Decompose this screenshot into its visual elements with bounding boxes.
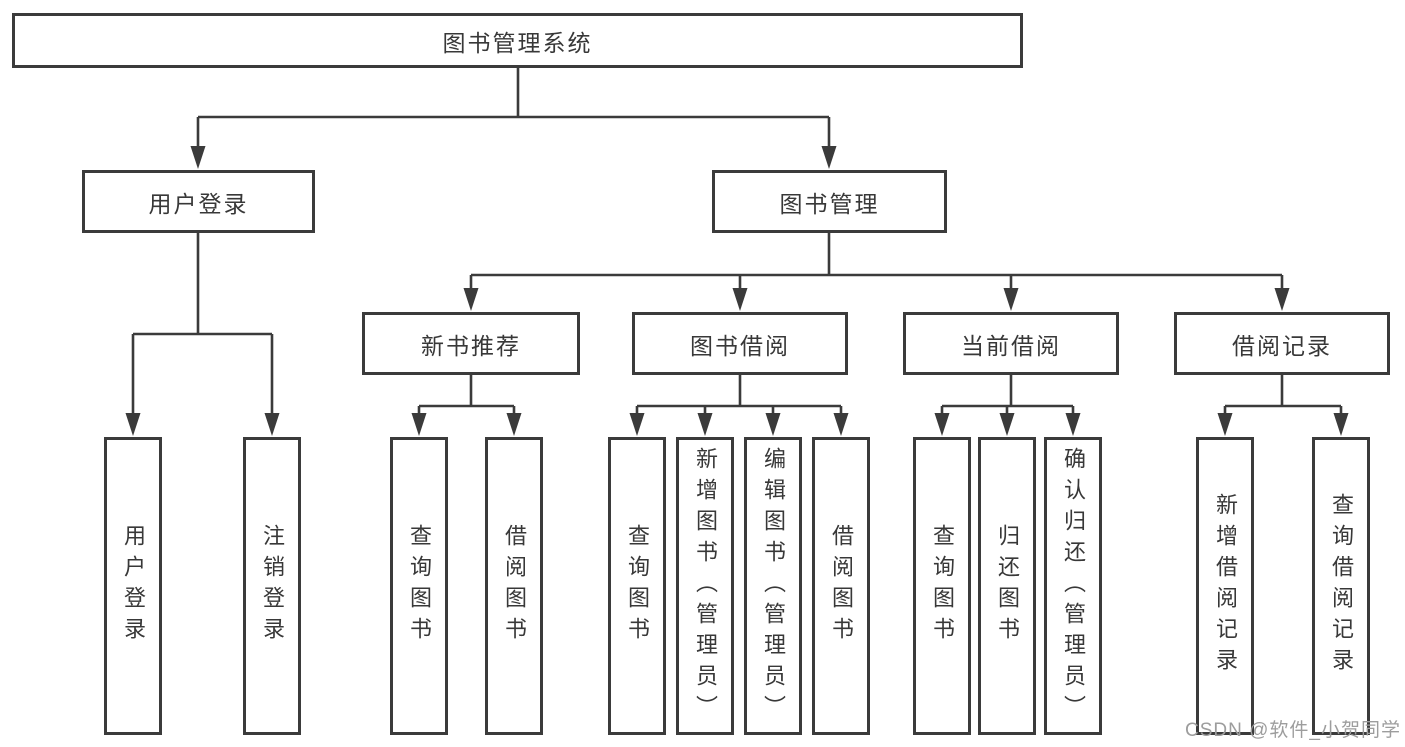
node-label: 当前借阅 — [961, 332, 1061, 359]
arrowhead — [411, 413, 427, 436]
edge-book-borrow-to-leaves — [635, 375, 843, 414]
arrowhead — [264, 413, 280, 436]
edge-book-mgmt-to-level3 — [469, 233, 1284, 290]
arrowhead — [999, 413, 1015, 436]
arrowhead — [125, 413, 141, 436]
arrowhead — [732, 288, 748, 311]
node-book-management: 图书管理 — [712, 170, 947, 233]
arrowhead — [506, 413, 522, 436]
node-label: 查询图书 — [407, 524, 432, 648]
edge-borrow-records-to-leaves — [1223, 375, 1343, 414]
arrowhead — [629, 413, 645, 436]
arrowhead — [765, 413, 781, 436]
arrowhead — [1333, 413, 1349, 436]
csdn-watermark: CSDN @软件_小贺同学 — [1185, 720, 1401, 741]
leaf-br-add-record: 新增借阅记录 — [1196, 437, 1254, 735]
node-label: 图书管理系统 — [442, 29, 593, 56]
arrowhead — [697, 413, 713, 436]
node-label: 编辑图书（管理员） — [761, 446, 786, 726]
arrowhead — [1274, 288, 1290, 311]
node-book-borrow: 图书借阅 — [632, 312, 848, 375]
node-label: 归还图书 — [995, 524, 1020, 648]
node-label: 借阅记录 — [1232, 332, 1332, 359]
node-new-book-recommend: 新书推荐 — [362, 312, 580, 375]
leaf-bb-add-books-admin: 新增图书（管理员） — [676, 437, 734, 735]
node-label: 用户登录 — [148, 190, 249, 217]
node-label: 查询图书 — [930, 524, 955, 648]
edge-user-login-to-leaves — [131, 233, 274, 414]
edge-root-to-level2 — [196, 68, 831, 148]
node-label: 注销登录 — [260, 524, 285, 648]
leaf-nb-query-books: 查询图书 — [390, 437, 448, 735]
edge-current-borrow-to-leaves — [940, 375, 1075, 414]
leaf-logout: 注销登录 — [243, 437, 301, 735]
arrowhead — [1217, 413, 1233, 436]
leaf-bb-borrow-books: 借阅图书 — [812, 437, 870, 735]
node-user-login: 用户登录 — [82, 170, 315, 233]
node-label: 新书推荐 — [421, 332, 521, 359]
node-current-borrow: 当前借阅 — [903, 312, 1119, 375]
arrowhead — [190, 146, 206, 169]
leaf-bb-edit-books-admin: 编辑图书（管理员） — [744, 437, 802, 735]
node-borrow-records: 借阅记录 — [1174, 312, 1390, 375]
node-label: 借阅图书 — [502, 524, 527, 648]
node-label: 查询借阅记录 — [1329, 493, 1354, 679]
arrowhead — [934, 413, 950, 436]
node-label: 借阅图书 — [829, 524, 854, 648]
node-label: 查询图书 — [625, 524, 650, 648]
node-label: 新增借阅记录 — [1213, 493, 1238, 679]
node-label: 确认归还（管理员） — [1061, 446, 1086, 726]
node-library-system: 图书管理系统 — [12, 13, 1023, 68]
leaf-cb-return-books: 归还图书 — [978, 437, 1036, 735]
arrowhead — [1003, 288, 1019, 311]
node-label: 图书借阅 — [690, 332, 790, 359]
leaf-cb-query-books: 查询图书 — [913, 437, 971, 735]
edge-new-books-to-leaves — [417, 375, 516, 414]
leaf-br-query-record: 查询借阅记录 — [1312, 437, 1370, 735]
leaf-cb-confirm-return-admin: 确认归还（管理员） — [1044, 437, 1102, 735]
node-label: 用户登录 — [121, 524, 146, 648]
node-label: 图书管理 — [779, 190, 880, 217]
arrowhead — [1065, 413, 1081, 436]
leaf-bb-query-books: 查询图书 — [608, 437, 666, 735]
node-label: 新增图书（管理员） — [693, 446, 718, 726]
leaf-nb-borrow-books: 借阅图书 — [485, 437, 543, 735]
arrowhead — [833, 413, 849, 436]
arrowhead — [821, 146, 837, 169]
leaf-user-login: 用户登录 — [104, 437, 162, 735]
arrowhead — [463, 288, 479, 311]
